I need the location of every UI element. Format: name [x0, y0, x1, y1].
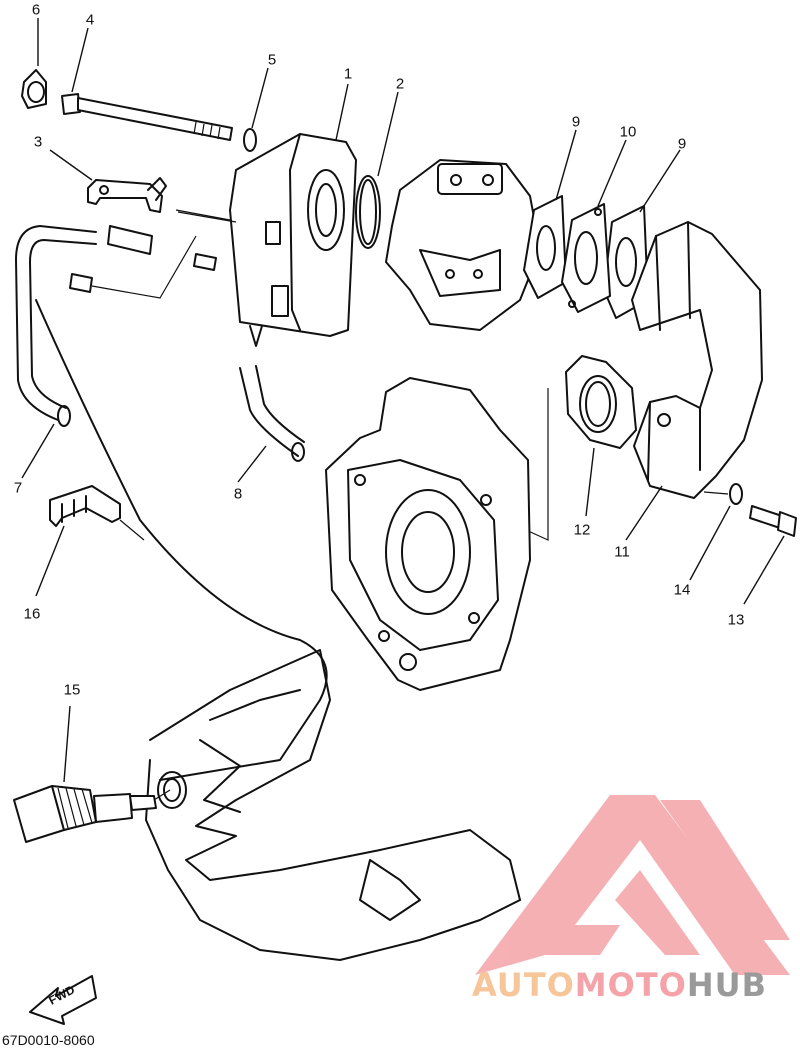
callout-3: 3: [33, 133, 43, 151]
callout-9-a: 9: [571, 113, 581, 131]
leader-3: [49, 149, 93, 181]
callout-2: 2: [395, 75, 405, 93]
part-16-clip: [49, 485, 121, 527]
part-11-manifold: [631, 221, 763, 499]
part-3-clamp: [87, 177, 167, 213]
callout-16: 16: [23, 605, 41, 623]
part-6-cap: [21, 69, 47, 109]
leader-5: [251, 67, 269, 129]
part-9-gasket-a: [523, 195, 567, 299]
leader-10: [597, 139, 627, 207]
hose-fitting-a: [69, 225, 217, 293]
leader-8: [237, 445, 267, 483]
leader-14: [689, 505, 731, 581]
lower-casing: [145, 649, 521, 961]
callout-12: 12: [573, 521, 591, 539]
callout-11: 11: [614, 543, 630, 561]
callout-9-b: 9: [677, 135, 687, 153]
watermark-text: AUTOMOTOHUB: [472, 966, 767, 1004]
fwd-arrow-icon: [29, 975, 97, 1025]
leader-4: [71, 27, 89, 93]
leader-13: [743, 535, 785, 605]
watermark-moto: MOTO: [574, 966, 687, 1004]
callout-8: 8: [233, 485, 243, 503]
guide-16: [119, 519, 145, 541]
part-7-hose: [15, 225, 97, 427]
callout-6: 6: [31, 1, 41, 19]
watermark-auto: AUTO: [472, 966, 575, 1004]
callout-13: 13: [727, 611, 745, 629]
part-15-plug: [13, 785, 157, 843]
document-number: 67D0010-8060: [2, 1032, 95, 1048]
part-2-o-ring: [355, 175, 381, 249]
part-4-bolt: [61, 93, 233, 141]
guide-15: [153, 789, 171, 801]
part-14-washer: [729, 483, 743, 505]
leader-2: [377, 91, 399, 177]
callout-5: 5: [267, 51, 277, 69]
guide-14: [703, 491, 729, 495]
leader-9a: [555, 129, 577, 201]
cylinder-block: [325, 377, 531, 691]
part-12-gasket: [565, 355, 637, 449]
leader-7: [21, 423, 55, 479]
part-8-hose: [239, 365, 305, 462]
leader-16: [35, 525, 65, 597]
guide-12: [525, 388, 549, 541]
guide-1: [177, 211, 237, 223]
part-13-bolt: [749, 505, 797, 537]
callout-1: 1: [343, 65, 353, 83]
part-5-washer: [243, 128, 257, 152]
fuel-line: [35, 299, 328, 781]
leader-9b: [639, 149, 681, 213]
watermark-hub: HUB: [686, 966, 768, 1004]
guide-3: [175, 209, 231, 221]
callout-7: 7: [13, 479, 23, 497]
guide-7: [91, 235, 197, 299]
callout-10: 10: [619, 123, 637, 141]
callout-15: 15: [63, 681, 81, 699]
callout-4: 4: [85, 11, 95, 29]
leader-1: [335, 83, 349, 141]
leader-15: [63, 705, 71, 783]
part-10-insulator: [561, 203, 611, 313]
part-1-throttle-body: [229, 133, 357, 347]
leader-11: [625, 485, 663, 541]
leader-12: [585, 447, 595, 517]
callout-14: 14: [673, 581, 691, 599]
watermark-logo: [475, 795, 790, 975]
carburetor: [385, 159, 541, 331]
